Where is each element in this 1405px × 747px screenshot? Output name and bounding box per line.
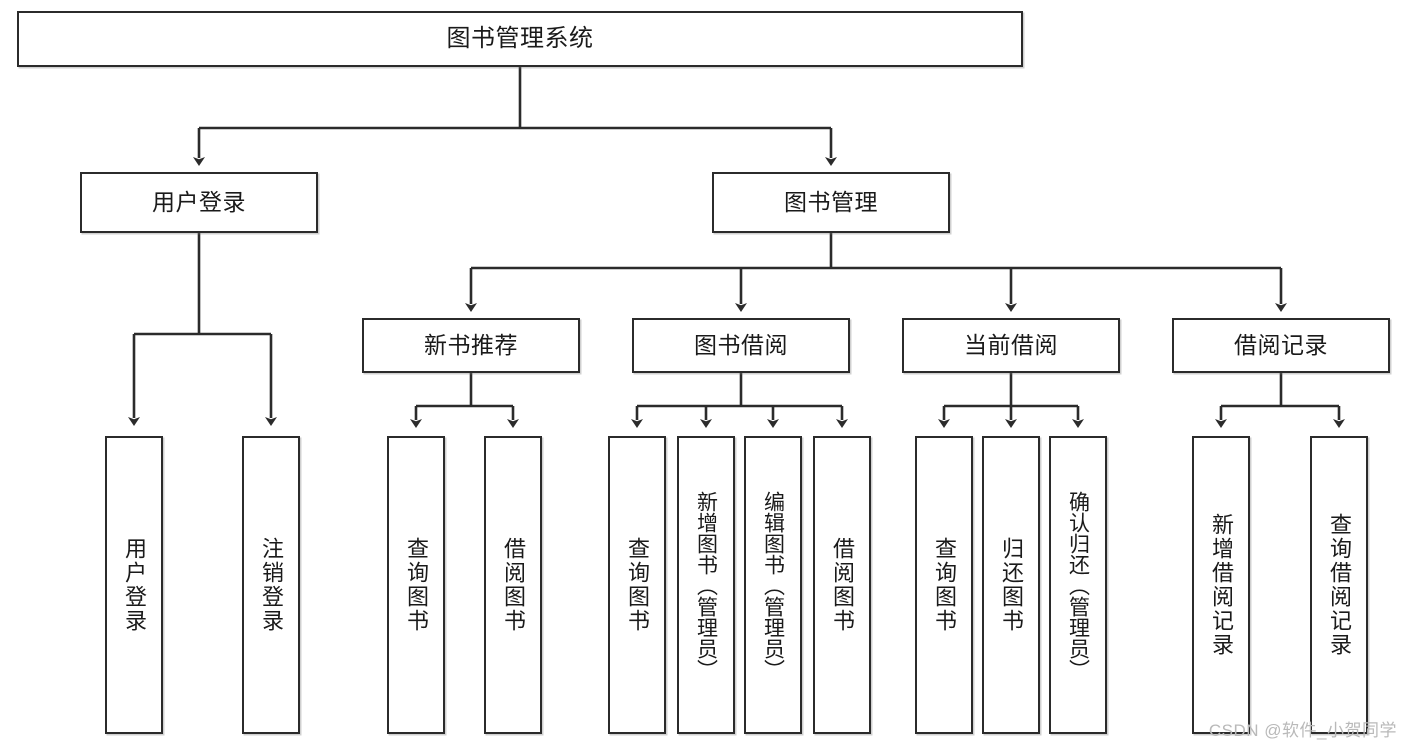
watermark: CSDN @软件_小贺同学 [1208,721,1397,740]
leaf-query-book-recommend-label: 查询图书 [403,537,429,633]
leaf-edit-book-admin[interactable]: 编辑图书（管理员） [744,436,802,734]
leaf-query-borrow-record[interactable]: 查询借阅记录 [1310,436,1368,734]
node-current-borrow-label: 当前借阅 [964,332,1058,359]
leaf-confirm-return-admin[interactable]: 确认归还（管理员） [1049,436,1107,734]
leaf-query-book-borrow-label: 查询图书 [624,537,650,633]
node-book-management[interactable]: 图书管理 [712,172,950,233]
node-borrow-record-label: 借阅记录 [1234,332,1328,359]
leaf-borrow-book-borrow[interactable]: 借阅图书 [813,436,871,734]
leaf-logout[interactable]: 注销登录 [242,436,300,734]
leaf-add-borrow-record[interactable]: 新增借阅记录 [1192,436,1250,734]
node-root-label: 图书管理系统 [446,25,594,52]
leaf-query-book-borrow[interactable]: 查询图书 [608,436,666,734]
leaf-return-book-label: 归还图书 [998,537,1024,633]
node-new-book-recommend[interactable]: 新书推荐 [362,318,580,373]
leaf-edit-book-admin-label: 编辑图书（管理员） [761,490,785,680]
node-current-borrow[interactable]: 当前借阅 [902,318,1120,373]
leaf-user-login[interactable]: 用户登录 [105,436,163,734]
leaf-borrow-book-recommend-label: 借阅图书 [500,537,526,633]
leaf-user-login-label: 用户登录 [121,537,147,633]
leaf-confirm-return-admin-label: 确认归还（管理员） [1066,490,1090,680]
node-borrow-record[interactable]: 借阅记录 [1172,318,1390,373]
leaf-query-borrow-record-label: 查询借阅记录 [1326,513,1352,657]
node-book-management-label: 图书管理 [784,189,878,216]
leaf-logout-label: 注销登录 [258,537,284,633]
leaf-return-book[interactable]: 归还图书 [982,436,1040,734]
node-user-login-label: 用户登录 [152,189,246,216]
node-book-borrow[interactable]: 图书借阅 [632,318,850,373]
node-book-borrow-label: 图书借阅 [694,332,788,359]
leaf-add-borrow-record-label: 新增借阅记录 [1208,513,1234,657]
leaf-borrow-book-borrow-label: 借阅图书 [829,537,855,633]
leaf-add-book-admin[interactable]: 新增图书（管理员） [677,436,735,734]
leaf-add-book-admin-label: 新增图书（管理员） [694,490,718,680]
node-root[interactable]: 图书管理系统 [17,11,1023,67]
node-new-book-recommend-label: 新书推荐 [424,332,518,359]
leaf-query-book-current-label: 查询图书 [931,537,957,633]
leaf-query-book-recommend[interactable]: 查询图书 [387,436,445,734]
leaf-borrow-book-recommend[interactable]: 借阅图书 [484,436,542,734]
leaf-query-book-current[interactable]: 查询图书 [915,436,973,734]
node-user-login[interactable]: 用户登录 [80,172,318,233]
